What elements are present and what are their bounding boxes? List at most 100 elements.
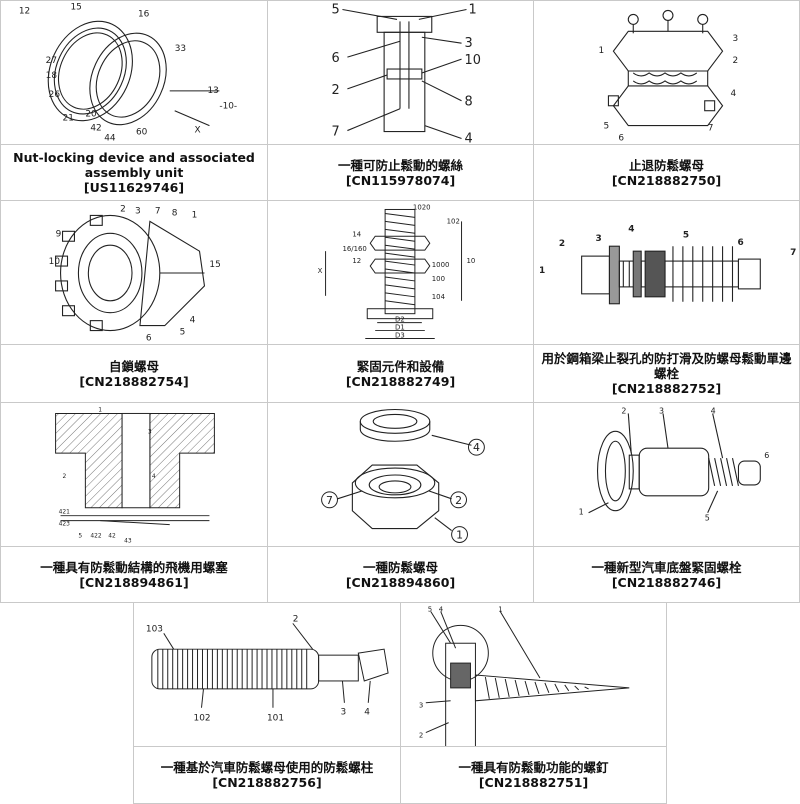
patent-title: 用於鋼箱梁止裂孔的防打滑及防螺母鬆動單邊螺栓: [541, 351, 792, 381]
callout-label: 7: [326, 494, 333, 507]
callout-label: 3: [419, 702, 423, 710]
patent-number: [CN218882754]: [79, 373, 189, 389]
patent-number: [CN218882756]: [212, 775, 322, 790]
callout-label: 2: [293, 614, 299, 624]
patent-drawing: 1 2 3 4 421 423 422 42 43 5: [1, 403, 267, 546]
patent-card: 1 2 3 4 5 6 7 止退防鬆螺母 [CN218882750]: [533, 0, 800, 201]
callout-label: 12: [352, 257, 361, 265]
patent-title: 一種具有防鬆動結構的飛機用螺塞: [40, 559, 228, 575]
callout-label: 10: [465, 53, 481, 68]
self-locking-nut-drawing: 2 3 7 8 1 9 10 15 4 5 6: [49, 204, 221, 343]
callout-label: 20: [85, 110, 97, 120]
callout-label: X: [195, 126, 201, 136]
patent-number: [CN218894860]: [345, 574, 456, 590]
callout-label: 15: [70, 2, 81, 12]
callout-label: 42: [90, 124, 101, 134]
patent-drawing: 1020 102 14 16/160 12 1000 10 100 X 104 …: [268, 201, 533, 344]
callout-label: 16/160: [342, 245, 366, 253]
callout-label: 6: [146, 333, 152, 343]
patent-title: 緊固元件和設備: [356, 358, 445, 374]
callout-label: 8: [465, 95, 473, 110]
callout-label: 15: [209, 260, 220, 270]
callout-label: 4: [152, 473, 156, 480]
callout-label: 100: [432, 275, 445, 283]
callout-label: 2: [621, 406, 626, 415]
patent-drawing: 2 3 4 5 6 7 1: [534, 201, 799, 344]
patent-title: 一種防鬆螺母: [362, 559, 438, 575]
callout-label: 5: [683, 230, 689, 240]
callout-label: 1: [539, 266, 545, 276]
patent-number: [CN218882746]: [611, 574, 722, 590]
callout-label: D2: [395, 316, 405, 324]
callout-label: 9: [56, 229, 62, 239]
callout-label: 10: [467, 257, 476, 265]
callout-label: 6: [332, 51, 340, 66]
callout-label: 422: [90, 533, 102, 540]
callout-label: 5: [428, 605, 432, 613]
callout-label: 3: [135, 206, 141, 216]
callout-label: 4: [473, 441, 480, 454]
anti-loosening-screw-2-drawing: 1 2 3 4 5: [419, 605, 630, 746]
callout-label: 5: [705, 514, 710, 523]
callout-label: 14: [352, 230, 361, 238]
patent-drawing: 12 15 16 33 27 18 26 21 20 42 44 60 13 -…: [1, 1, 267, 144]
patent-card: 1 2 3 4 421 423 422 42 43 5 一種具有防鬆動結構的飛機…: [0, 402, 268, 603]
fastening-element-drawing: 1020 102 14 16/160 12 1000 10 100 X 104 …: [318, 203, 476, 339]
callout-label: X: [318, 267, 323, 275]
callout-label: 1: [579, 508, 584, 517]
patent-number: [CN218882750]: [611, 172, 722, 188]
callout-label: 8: [172, 208, 178, 218]
patent-card: 1 2 3 4 5 一種具有防鬆動功能的螺釘 [CN218882751]: [400, 602, 667, 804]
callout-label: 2: [332, 83, 340, 98]
patent-title: Nut-locking device and associated assemb…: [13, 150, 255, 180]
callout-label: 7: [155, 206, 161, 216]
patent-card: 2 3 7 8 1 9 10 15 4 5 6 自鎖螺母 [CN21888275…: [0, 200, 268, 403]
patent-drawing: 103 2 102 101 3 4: [134, 603, 400, 746]
callout-label: 102: [194, 714, 211, 724]
callout-label: 2: [63, 473, 67, 480]
patent-card: 103 2 102 101 3 4 一種基於汽車防鬆螺母使用的防鬆螺柱 [CN2…: [133, 602, 401, 804]
patent-card: 2 3 4 5 6 7 1 用於鋼箱梁止裂孔的防打滑及防螺母鬆動單邊螺栓 [CN…: [533, 200, 800, 403]
callout-label: 27: [46, 56, 57, 66]
callout-label: 4: [364, 708, 370, 718]
patent-drawing: 2 3 7 8 1 9 10 15 4 5 6: [1, 201, 267, 344]
callout-label: 1: [498, 605, 502, 613]
callout-label: 60: [136, 128, 148, 138]
callout-label: 3: [733, 34, 739, 44]
patent-number: [CN218882749]: [345, 373, 456, 389]
callout-label: 18: [46, 71, 58, 81]
callout-label: 3: [340, 708, 346, 718]
callout-label: 6: [737, 238, 743, 248]
callout-label: 3: [148, 428, 152, 435]
patent-card: 2 3 4 6 1 5 一種新型汽車底盤緊固螺栓 [CN218882746]: [533, 402, 800, 603]
patent-title: 止退防鬆螺母: [628, 157, 704, 173]
callout-label: 16: [138, 9, 150, 19]
anti-loosening-screw-drawing: 5 1 6 3 2 10 8 7 4: [332, 2, 481, 144]
callout-label: 26: [49, 90, 61, 100]
callout-label: 1: [599, 46, 605, 56]
one-side-bolt-drawing: 2 3 4 5 6 7 1: [539, 224, 796, 305]
callout-label: 4: [190, 316, 196, 326]
callout-label: 5: [603, 122, 609, 132]
callout-label: 13: [207, 86, 218, 96]
patent-number: [CN115978074]: [345, 172, 456, 188]
callout-label: 7: [790, 248, 796, 258]
callout-label: 423: [59, 521, 71, 528]
patent-number: [CN218882751]: [478, 775, 589, 790]
callout-label: 102: [447, 217, 460, 225]
callout-label: 1: [192, 210, 198, 220]
aircraft-plug-drawing: 1 2 3 4 421 423 422 42 43 5: [55, 406, 215, 544]
patent-title: 一種可防止鬆動的螺絲: [337, 157, 463, 173]
callout-label: 6: [618, 133, 624, 143]
patent-drawing: 2 3 4 6 1 5: [534, 403, 799, 546]
patent-number: [US11629746]: [83, 180, 185, 195]
callout-label: 10: [49, 257, 61, 267]
callout-label: 421: [59, 509, 71, 516]
callout-label: 2: [733, 56, 739, 66]
patent-drawing: 1 2 3 4 5: [401, 603, 666, 746]
callout-label: 44: [104, 133, 116, 143]
callout-label: 103: [146, 624, 163, 634]
callout-label: 1: [98, 406, 102, 413]
callout-label: 5: [180, 328, 186, 338]
callout-label: 2: [120, 204, 126, 214]
